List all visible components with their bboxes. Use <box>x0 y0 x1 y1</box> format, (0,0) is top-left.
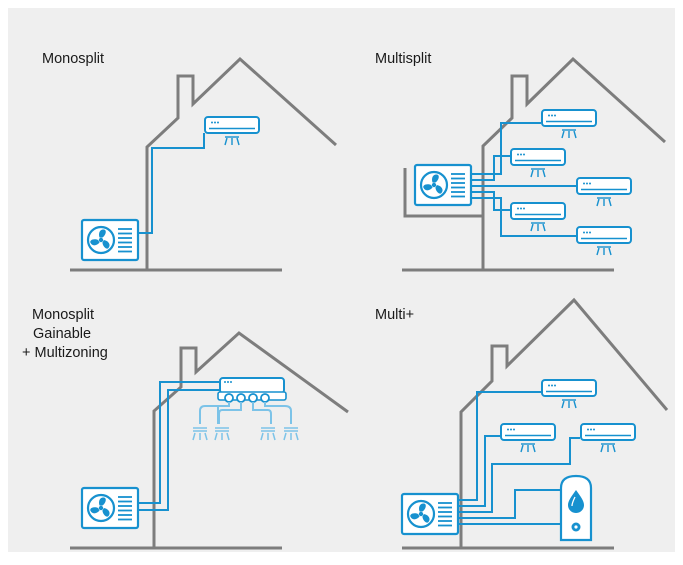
refrigerant-line <box>138 133 205 234</box>
panel-label-gainable-multizoning: Monosplit Gainable + Multizoning <box>22 306 108 363</box>
panel-label-multi-plus: Multi+ <box>375 306 414 325</box>
label-line: Multi+ <box>375 307 415 323</box>
house-outline <box>459 297 669 548</box>
outdoor-unit-icon <box>415 165 471 205</box>
house-outline <box>145 56 338 270</box>
wall-outline <box>403 168 483 218</box>
house-outline <box>481 56 667 270</box>
outdoor-unit-icon <box>82 220 138 260</box>
outdoor-unit-icon <box>82 488 138 528</box>
duct-network <box>199 402 292 424</box>
panel-label-monosplit: Monosplit <box>42 50 104 69</box>
refrigerant-line <box>457 391 541 501</box>
refrigerant-line <box>457 435 500 507</box>
label-line: Monosplit <box>42 51 105 67</box>
refrigerant-line <box>457 489 561 519</box>
refrigerant-line <box>138 389 220 511</box>
refrigerant-line <box>470 155 510 181</box>
water-drop-icon <box>568 490 584 513</box>
ducted-unit-icon <box>217 377 287 403</box>
refrigerant-line <box>470 197 576 237</box>
panel-multi-plus <box>402 297 669 550</box>
house-outline <box>152 331 349 548</box>
panel-monosplit <box>70 56 338 272</box>
water-heater-tank-icon <box>559 474 593 542</box>
label-line: Gainable <box>33 326 92 342</box>
panel-gainable-multizoning <box>70 331 349 550</box>
panel-label-multisplit: Multisplit <box>375 50 431 69</box>
refrigerant-line <box>470 122 541 175</box>
label-line: Multisplit <box>375 51 432 67</box>
outdoor-unit-icon <box>402 494 458 534</box>
refrigerant-line <box>457 437 580 513</box>
label-line: Monosplit <box>32 307 95 323</box>
panel-multisplit <box>402 56 667 272</box>
background-panel <box>8 8 675 552</box>
label-line: + Multizoning <box>22 345 108 361</box>
refrigerant-line <box>138 381 220 504</box>
